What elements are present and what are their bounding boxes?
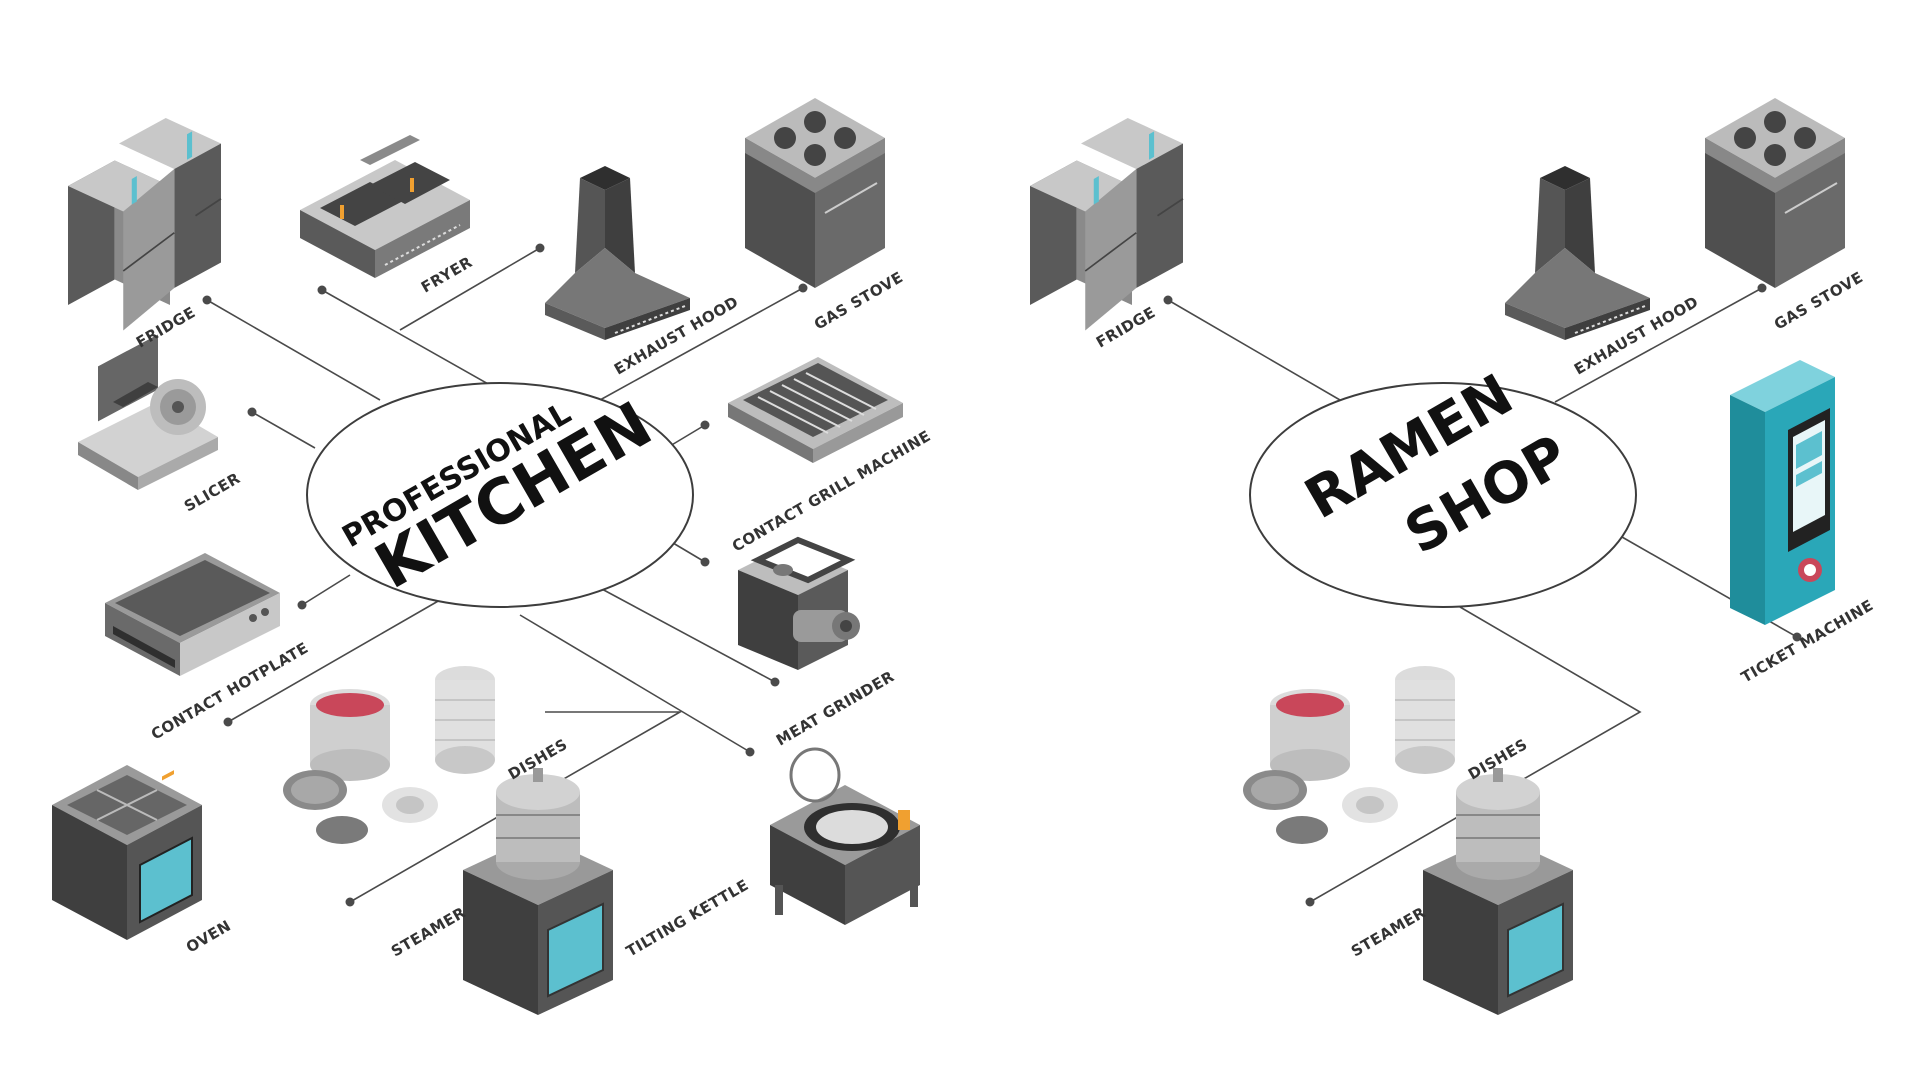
contact-grill-icon — [728, 357, 903, 463]
label-tilting-kettle: TILTING KETTLE — [623, 876, 752, 961]
fryer-icon — [300, 135, 470, 278]
label-meat-grinder: MEAT GRINDER — [773, 667, 897, 749]
slicer-icon — [78, 334, 218, 490]
oven-icon — [52, 765, 202, 940]
fridge-icon — [67, 117, 222, 332]
tilting-kettle-icon — [770, 747, 920, 925]
kitchen-connectors — [202, 243, 808, 907]
steamer-icon — [462, 767, 614, 1016]
label-slicer: SLICER — [181, 469, 243, 515]
ticket-machine-icon — [1730, 360, 1835, 625]
kitchen-hub-circle — [306, 382, 694, 608]
steamer-icon — [1422, 767, 1574, 1016]
ramen-connectors — [1163, 283, 1802, 907]
fridge-icon — [1029, 117, 1184, 332]
label-steamer: STEAMER — [388, 903, 469, 960]
label-steamer: STEAMER — [1348, 903, 1429, 960]
dishes-icon — [282, 665, 496, 845]
gas-stove-icon — [1704, 97, 1846, 289]
gas-stove-icon — [744, 97, 886, 289]
label-oven: OVEN — [183, 916, 234, 956]
exhaust-hood-icon — [1504, 165, 1651, 341]
ramen-diagram: RAMEN SHOP FRIDGE EXHAUST HOOD GAS STOVE… — [1029, 97, 1877, 1016]
hotplate-icon — [105, 553, 280, 676]
ramen-hub-circle — [1249, 382, 1637, 608]
dishes-icon — [1242, 665, 1456, 845]
exhaust-hood-icon — [544, 165, 691, 341]
kitchen-diagram: PROFESSIONAL KITCHEN — [52, 97, 934, 1016]
ramen-hub: RAMEN SHOP — [1249, 362, 1637, 608]
meat-grinder-icon — [738, 536, 860, 670]
kitchen-hub: PROFESSIONAL KITCHEN — [306, 382, 694, 608]
